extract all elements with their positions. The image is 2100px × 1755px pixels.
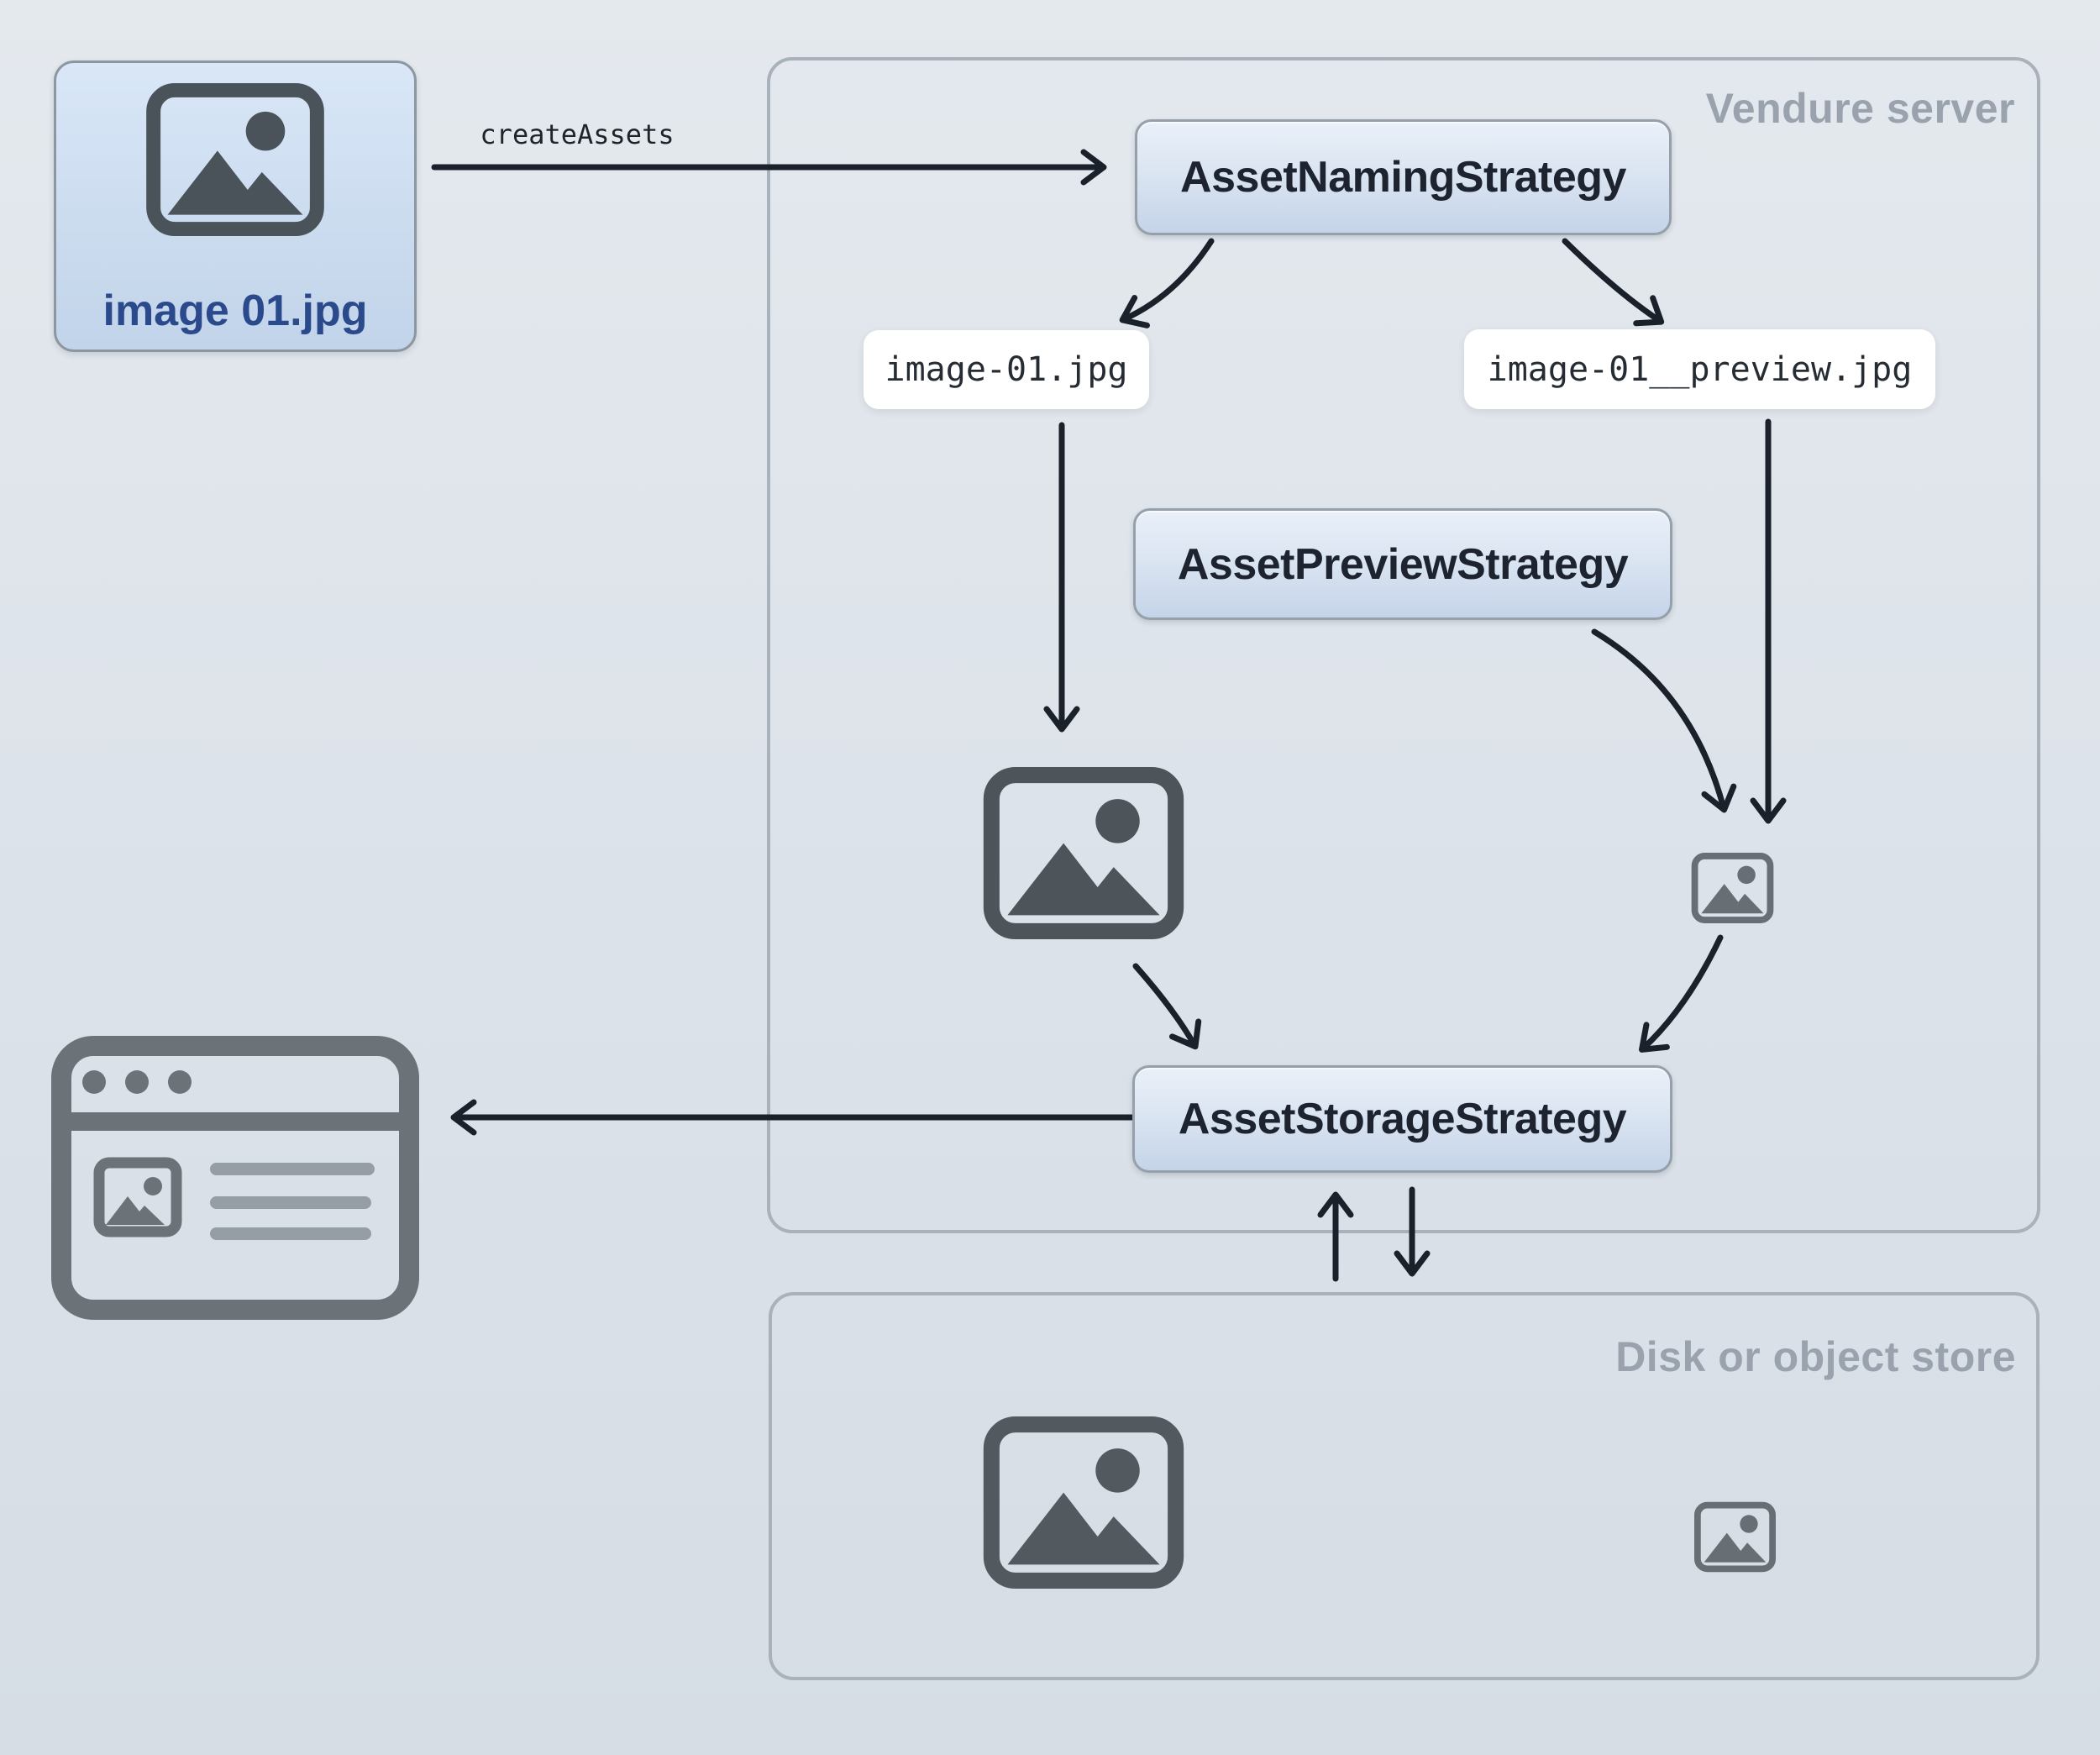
preview-filename-box: image-01__preview.jpg xyxy=(1464,329,1935,409)
original-filename-label: image-01.jpg xyxy=(885,350,1128,389)
preview-filename-label: image-01__preview.jpg xyxy=(1487,349,1913,389)
disk-image-icon xyxy=(983,1416,1184,1589)
browser-thumbnail-icon xyxy=(93,1157,182,1237)
vendure-server-title: Vendure server xyxy=(1705,85,2015,132)
preview-thumbnail-icon xyxy=(1690,853,1775,923)
source-file-card: image 01.jpg xyxy=(54,60,417,352)
disk-store-container: Disk or object store xyxy=(769,1292,2040,1680)
image-icon xyxy=(146,83,324,236)
browser-icon xyxy=(51,1036,419,1320)
asset-naming-strategy-box: AssetNamingStrategy xyxy=(1135,119,1672,235)
asset-naming-strategy-label: AssetNamingStrategy xyxy=(1180,153,1626,202)
stored-image-icon xyxy=(983,767,1184,939)
vendure-server-container: Vendure server xyxy=(767,57,2040,1233)
asset-storage-strategy-box: AssetStorageStrategy xyxy=(1132,1065,1672,1173)
asset-preview-strategy-label: AssetPreviewStrategy xyxy=(1177,539,1629,589)
disk-thumbnail-icon xyxy=(1694,1501,1776,1573)
create-assets-label: createAssets xyxy=(480,118,675,150)
asset-preview-strategy-box: AssetPreviewStrategy xyxy=(1133,508,1672,620)
original-filename-box: image-01.jpg xyxy=(864,330,1149,409)
asset-storage-strategy-label: AssetStorageStrategy xyxy=(1178,1095,1627,1143)
disk-store-title: Disk or object store xyxy=(1615,1333,2016,1380)
source-file-label: image 01.jpg xyxy=(102,286,368,335)
